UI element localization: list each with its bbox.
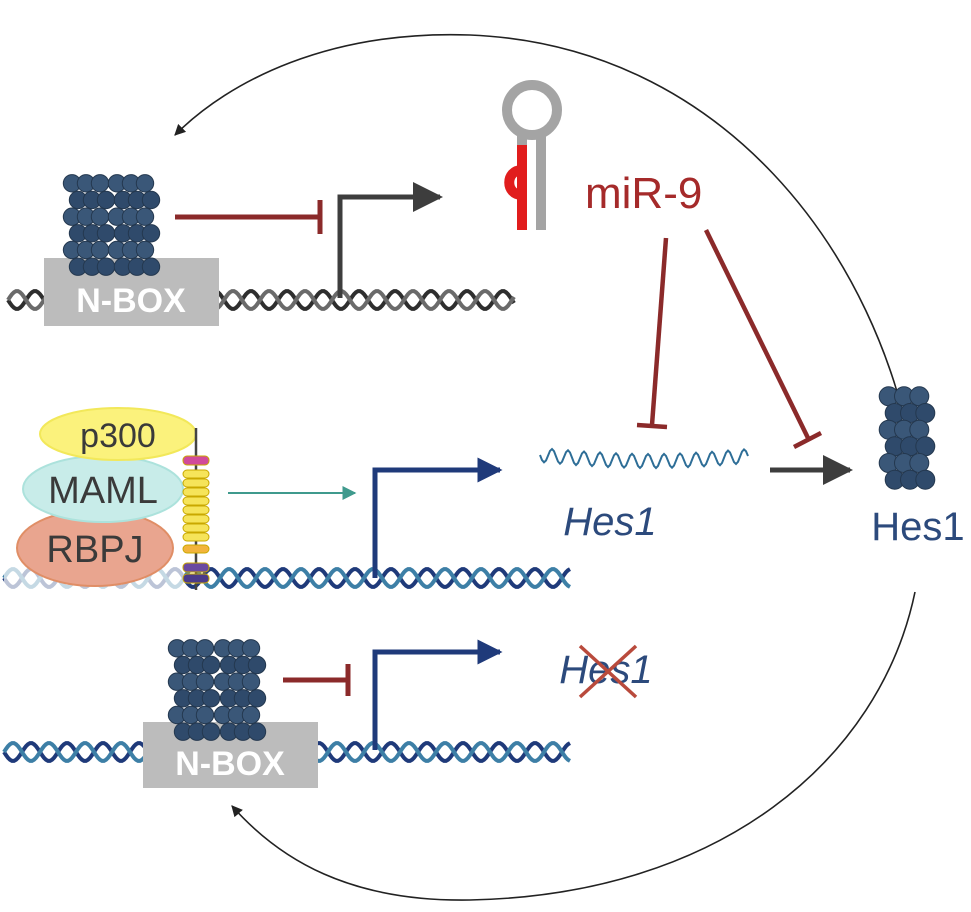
feedback-arc-bottom — [231, 591, 916, 901]
hes1-mrna-wave — [539, 447, 749, 470]
mir9-inhibit-mrna-line — [649, 237, 669, 426]
nbox-label-bottom: N-BOX — [175, 745, 285, 783]
mir9-inhibit-mrna-bar — [636, 422, 668, 430]
hes1-protein-label: Hes1 — [871, 505, 964, 549]
hes1-dimer-bottom — [167, 639, 267, 741]
promoter-arrow-middle — [372, 457, 503, 578]
cross-icon — [578, 644, 638, 699]
rbpj-label: RBPJ — [46, 529, 143, 571]
feedback-arc-top — [174, 33, 916, 471]
nicd-stack — [182, 428, 210, 590]
p300-label: p300 — [80, 417, 156, 455]
hes1-mrna-label: Hes1 — [563, 500, 656, 544]
hes1-dimer-top — [62, 174, 161, 276]
mir9-hairpin-icon — [502, 80, 562, 230]
mir9-inhibit-protein-bar — [792, 431, 823, 449]
maml-label: MAML — [48, 470, 158, 512]
promoter-arrow-bottom — [372, 639, 503, 750]
hes1-protein-icon — [878, 386, 936, 490]
promoter-arrow-top — [337, 182, 443, 298]
nbox-label-top: N-BOX — [76, 282, 186, 320]
mir9-inhibit-protein-line — [703, 229, 811, 439]
mir9-label: miR-9 — [585, 169, 702, 218]
